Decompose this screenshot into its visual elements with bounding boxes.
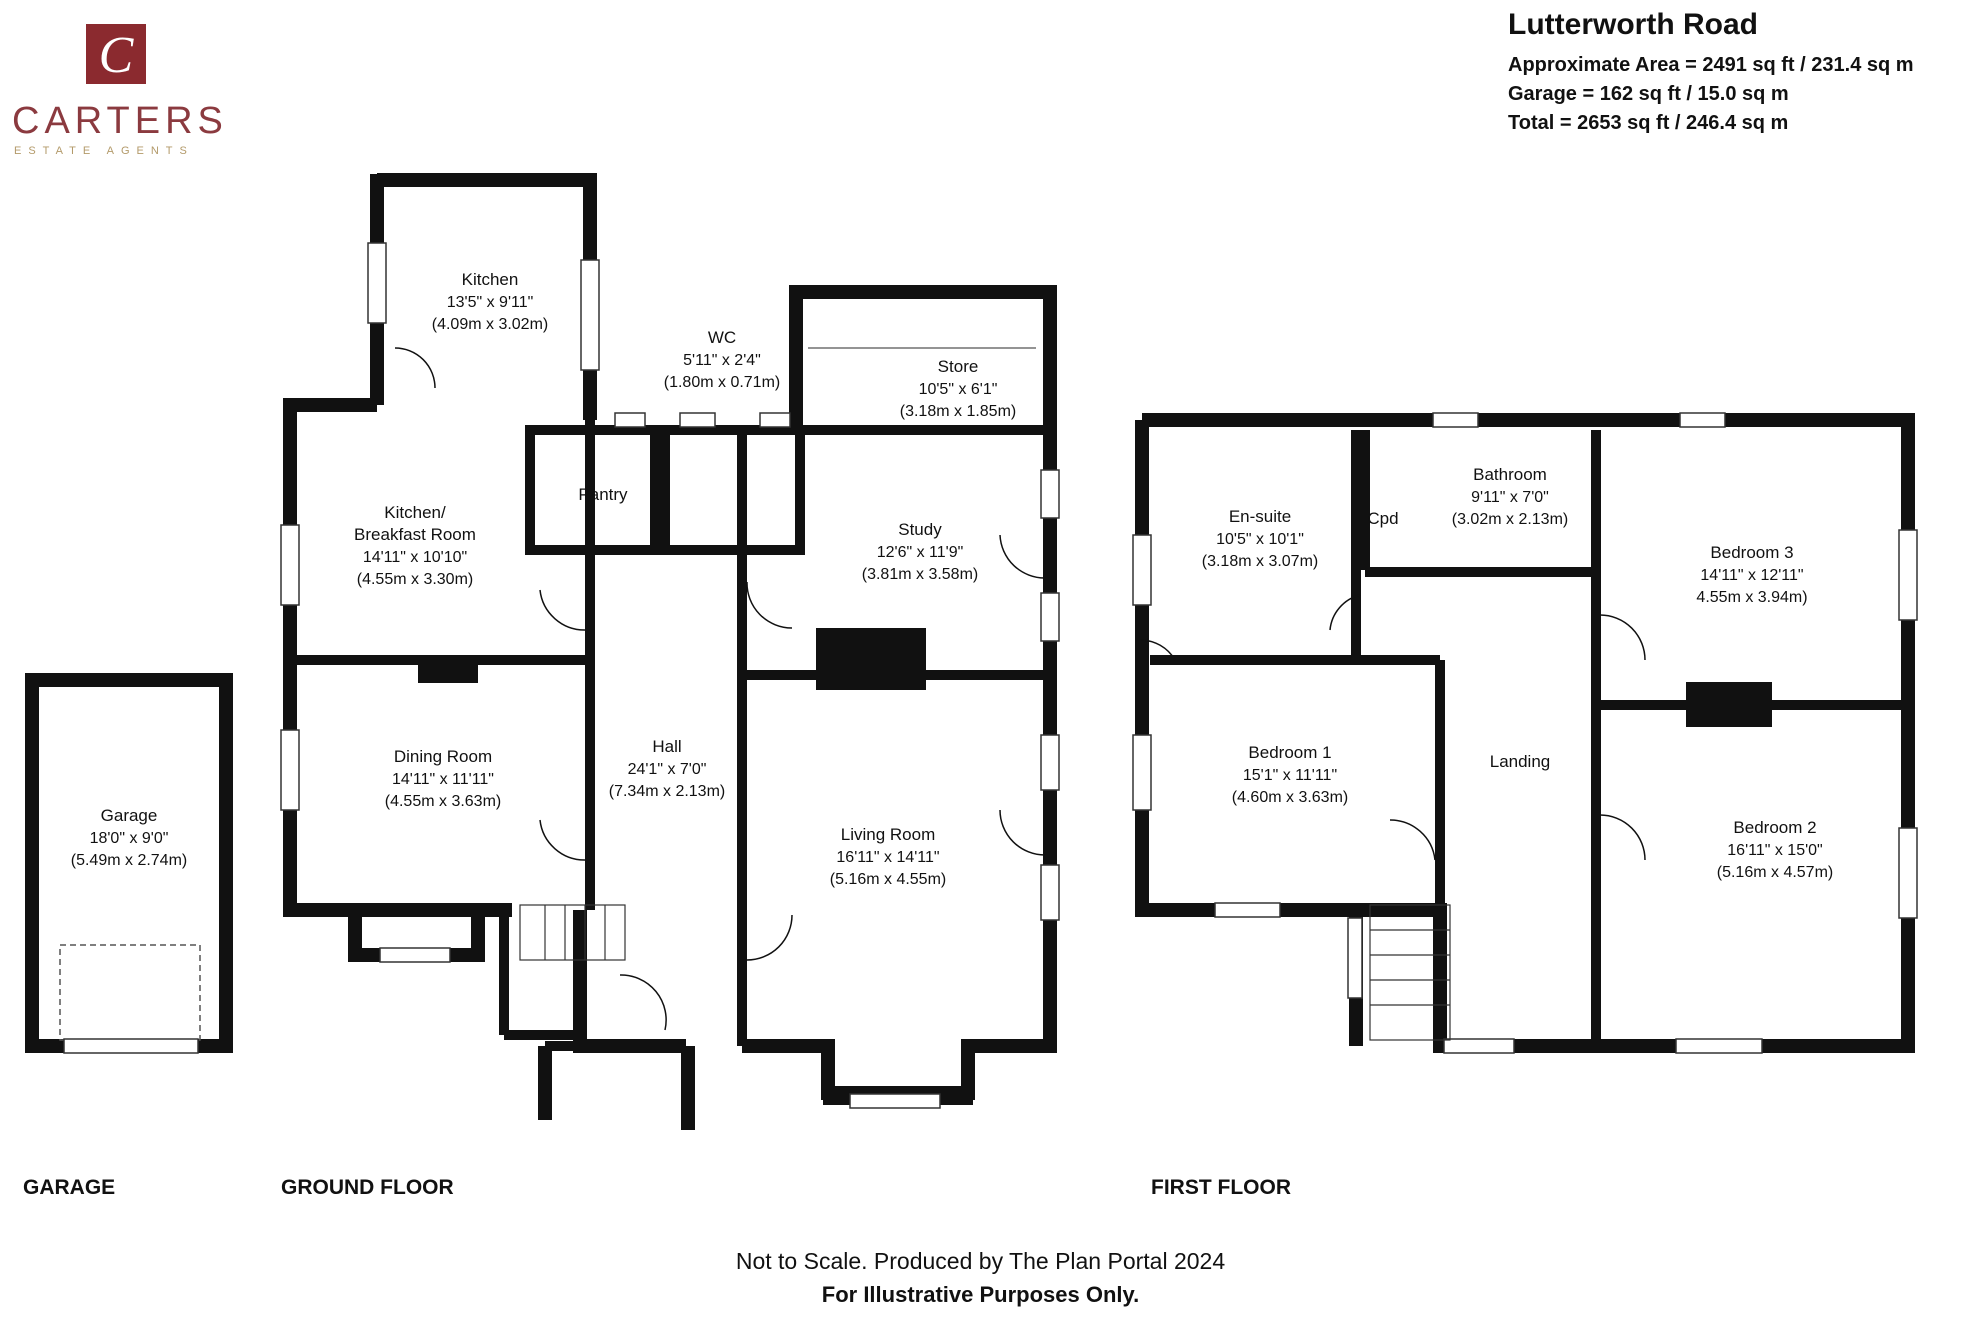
living-name: Living Room: [841, 825, 936, 844]
ensuite-metric: (3.18m x 3.07m): [1202, 553, 1318, 570]
bedroom1-imperial: 15'1" x 11'11": [1243, 767, 1337, 784]
breakfast-name-2: Breakfast Room: [354, 525, 476, 544]
bathroom-imperial: 9'11" x 7'0": [1471, 489, 1549, 506]
property-title: Lutterworth Road: [1508, 8, 1758, 41]
study-imperial: 12'6" x 11'9": [877, 544, 964, 561]
hall-imperial: 24'1" x 7'0": [628, 761, 707, 778]
ensuite-name: En-suite: [1229, 507, 1291, 526]
garage-area: Garage = 162 sq ft / 15.0 sq m: [1508, 83, 1789, 105]
garage-imperial: 18'0" x 9'0": [90, 830, 169, 847]
store-name: Store: [938, 357, 979, 376]
bedroom3-metric: 4.55m x 3.94m): [1696, 589, 1807, 606]
wc-metric: (1.80m x 0.71m): [664, 374, 780, 391]
svg-text:C: C: [99, 27, 135, 84]
ensuite-imperial: 10'5" x 10'1": [1216, 531, 1304, 548]
bathroom-metric: (3.02m x 2.13m): [1452, 511, 1568, 528]
floor-label-ground: GROUND FLOOR: [281, 1176, 454, 1199]
hall-metric: (7.34m x 2.13m): [609, 783, 725, 800]
bedroom2-name: Bedroom 2: [1733, 818, 1816, 837]
dining-metric: (4.55m x 3.63m): [385, 793, 501, 810]
pantry-name: Pantry: [578, 485, 628, 504]
wc-imperial: 5'11" x 2'4": [683, 352, 761, 369]
garage-door-outline: [59, 944, 201, 1041]
floor-label-garage: GARAGE: [23, 1176, 116, 1199]
breakfast-metric: (4.55m x 3.30m): [357, 571, 473, 588]
breakfast-imperial: 14'11" x 10'10": [363, 549, 467, 566]
kitchen-imperial: 13'5" x 9'11": [447, 294, 534, 311]
first-outer-wall: [1135, 413, 1915, 1053]
dining-imperial: 14'11" x 11'11": [392, 771, 494, 788]
garage-metric: (5.49m x 2.74m): [71, 852, 187, 869]
logo-mark: [86, 24, 146, 84]
bedroom1-name: Bedroom 1: [1248, 743, 1331, 762]
footer-disclaimer: For Illustrative Purposes Only.: [821, 1282, 1140, 1307]
footer-credit: Not to Scale. Produced by The Plan Porta…: [735, 1248, 1226, 1274]
logo-c-icon: C: [99, 27, 135, 84]
bedroom3-imperial: 14'11" x 12'11": [1700, 567, 1803, 584]
store-metric: (3.18m x 1.85m): [900, 403, 1016, 420]
study-metric: (3.81m x 3.58m): [862, 566, 978, 583]
bedroom1-metric: (4.60m x 3.63m): [1232, 789, 1348, 806]
brand-tagline: ESTATE AGENTS: [14, 145, 194, 157]
chimney-breast-first: [1686, 682, 1772, 727]
bedroom2-imperial: 16'11" x 15'0": [1727, 842, 1822, 859]
study-name: Study: [898, 520, 942, 539]
chimney-breast: [816, 628, 926, 690]
kitchen-metric: (4.09m x 3.02m): [432, 316, 548, 333]
living-metric: (5.16m x 4.55m): [830, 871, 946, 888]
total-area: Total = 2653 sq ft / 246.4 sq m: [1508, 112, 1789, 134]
living-imperial: 16'11" x 14'11": [836, 849, 939, 866]
wc-name: WC: [708, 328, 736, 347]
landing-name: Landing: [1490, 752, 1551, 771]
breakfast-name-1: Kitchen/: [384, 503, 446, 522]
floor-label-first: FIRST FLOOR: [1151, 1176, 1291, 1199]
dining-name: Dining Room: [394, 747, 492, 766]
stairs: [519, 904, 1451, 1041]
approx-area: Approximate Area = 2491 sq ft / 231.4 sq…: [1508, 54, 1914, 76]
bedroom3-name: Bedroom 3: [1710, 543, 1793, 562]
bathroom-name: Bathroom: [1473, 465, 1547, 484]
hall-name: Hall: [652, 737, 681, 756]
store-imperial: 10'5" x 6'1": [919, 381, 998, 398]
kitchen-name: Kitchen: [462, 270, 519, 289]
windows: [63, 242, 1918, 1109]
brand-name: CARTERS: [12, 100, 228, 142]
bedroom2-metric: (5.16m x 4.57m): [1717, 864, 1833, 881]
garage-name: Garage: [101, 806, 158, 825]
door-swings: [394, 347, 1646, 1031]
cpd-name: Cpd: [1367, 509, 1398, 528]
